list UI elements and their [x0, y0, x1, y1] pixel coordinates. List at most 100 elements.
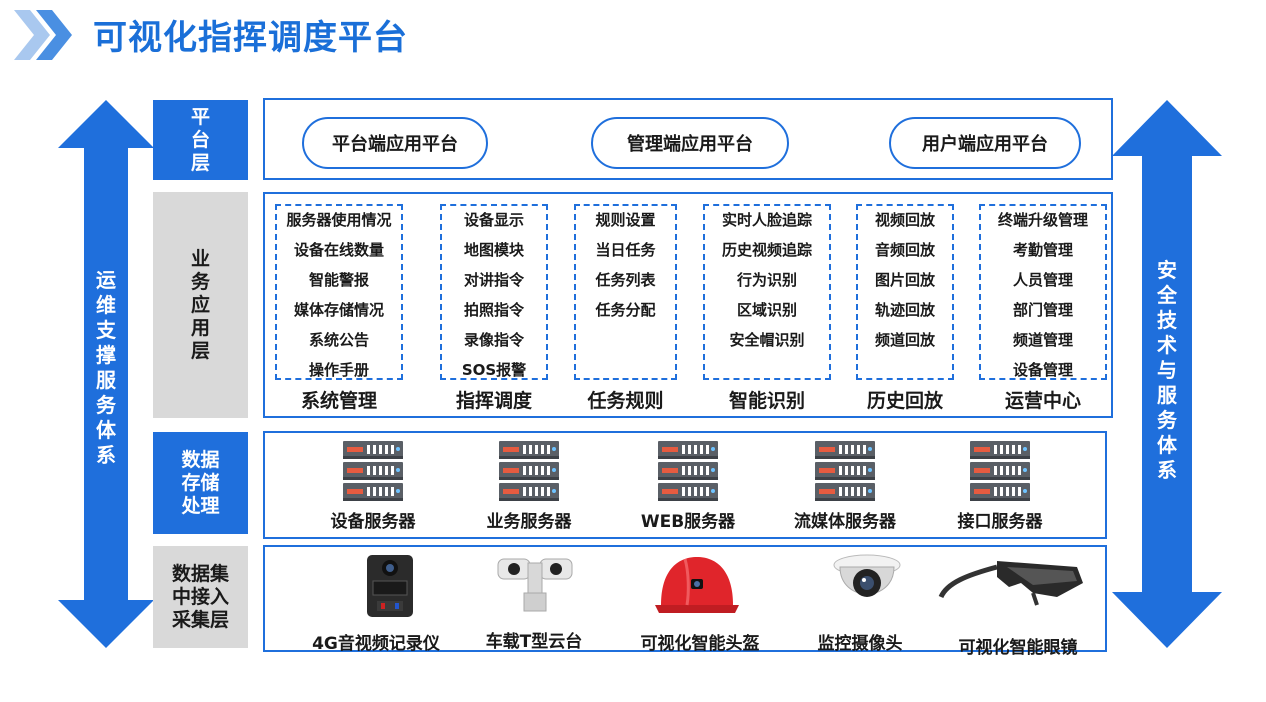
- page-title: 可视化指挥调度平台: [93, 18, 408, 58]
- module-item: 当日任务: [595, 241, 656, 259]
- module-item: 对讲指令: [463, 271, 524, 289]
- collection-device: 4G音视频记录仪: [301, 553, 451, 654]
- module-item: 规则设置: [595, 211, 656, 229]
- module-dashed-box: [703, 204, 831, 380]
- left-arrow-char: 务: [96, 393, 116, 417]
- right-arrow-char: 技: [1157, 308, 1177, 332]
- module-item: 轨迹回放: [874, 301, 935, 319]
- double-arrow-icon: [58, 100, 154, 648]
- device-label: 可视化智能眼镜: [958, 638, 1078, 658]
- right-arrow-char: 安: [1157, 258, 1177, 282]
- left-arrow-char: 维: [96, 293, 116, 317]
- platform-pill-management: 管理端应用平台: [591, 117, 789, 169]
- device-label: 车载T型云台: [485, 632, 583, 652]
- collection-device: 可视化智能眼镜: [938, 553, 1093, 658]
- right-arrow-char: 服: [1157, 383, 1177, 407]
- module-item: 历史视频追踪: [721, 241, 812, 259]
- module-item: 录像指令: [463, 331, 524, 349]
- smart-helmet-icon: [655, 557, 739, 613]
- module-title: 任务规则: [587, 390, 664, 412]
- body-camera-icon: [367, 555, 413, 617]
- double-arrow-icon: [1112, 100, 1222, 648]
- right-security-arrow: 安全技术与服务体系: [1112, 100, 1222, 648]
- module-item: 媒体存储情况: [293, 301, 384, 319]
- module-item: 安全帽识别: [729, 331, 805, 349]
- server-label: 接口服务器: [957, 512, 1043, 532]
- left-arrow-char: 体: [96, 418, 116, 442]
- left-arrow-char: 撑: [96, 343, 116, 367]
- module-item: 任务分配: [595, 301, 656, 319]
- module-item: 图片回放: [874, 271, 935, 289]
- module-item: 人员管理: [1012, 271, 1073, 289]
- server-rack-icon: [658, 441, 718, 501]
- double-chevron-icon: [14, 10, 72, 60]
- module-dashed-box: [574, 204, 677, 380]
- access-layer-frame: 4G音视频记录仪 车载T型云台 可视化智能头盔 监控摄像头 可视化智能眼镜: [263, 545, 1107, 658]
- platform-pill-platform: 平台端应用平台: [302, 117, 488, 169]
- title-bar: [14, 10, 76, 60]
- layer-label-text: 平台层: [190, 105, 210, 174]
- right-arrow-text: 安全技术与服务体系: [1112, 258, 1222, 483]
- module-dashed-box: [440, 204, 548, 380]
- left-support-arrow: 运维支撑服务体系: [58, 100, 154, 648]
- module-item: 视频回放: [874, 211, 935, 229]
- layer-label-storage: 数据存储处理: [153, 432, 248, 534]
- module-item: 行为识别: [736, 271, 797, 289]
- dome-camera-icon: [833, 554, 901, 597]
- layer-label-access: 数据集中接入采集层: [153, 546, 248, 648]
- server-rack-icon: [970, 441, 1030, 501]
- device-label: 监控摄像头: [817, 634, 903, 654]
- collection-device: 监控摄像头: [790, 553, 930, 654]
- module-item: 实时人脸追踪: [721, 211, 812, 229]
- module-item: 设备管理: [1012, 361, 1073, 379]
- server-label: WEB服务器: [640, 512, 736, 532]
- right-arrow-char: 体: [1157, 433, 1177, 457]
- right-arrow-char: 全: [1157, 283, 1177, 307]
- right-arrow-char: 术: [1157, 333, 1177, 357]
- layer-label-text: 数据存储处理: [181, 448, 220, 517]
- collection-device: 车载T型云台: [468, 553, 600, 652]
- module-item: 区域识别: [736, 301, 797, 319]
- layer-label-text: 数据集中接入采集层: [171, 562, 229, 631]
- right-arrow-char: 与: [1157, 358, 1177, 382]
- collection-device: 可视化智能头盔: [625, 553, 775, 654]
- right-arrow-char: 务: [1157, 408, 1177, 432]
- module-title: 历史回放: [866, 390, 943, 412]
- right-arrow-char: 系: [1157, 458, 1177, 482]
- platform-layer-frame: 平台端应用平台 管理端应用平台 用户端应用平台: [263, 98, 1113, 180]
- module-item: 部门管理: [1012, 301, 1073, 319]
- server-label: 流媒体服务器: [794, 512, 896, 532]
- module-item: 智能警报: [308, 271, 369, 289]
- device-label: 4G音视频记录仪: [312, 634, 440, 654]
- server-label: 业务服务器: [486, 512, 572, 532]
- module-item: 地图模块: [463, 241, 524, 259]
- server-rack-icon: [499, 441, 559, 501]
- module-title: 系统管理: [300, 390, 377, 412]
- module-item: 频道管理: [1012, 331, 1073, 349]
- left-arrow-char: 支: [96, 318, 116, 342]
- server-label: 设备服务器: [330, 512, 416, 532]
- layer-label-platform: 平台层: [153, 100, 248, 180]
- platform-pill-user: 用户端应用平台: [889, 117, 1081, 169]
- module-dashed-box: [979, 204, 1107, 380]
- server-rack-icon: [815, 441, 875, 501]
- module-title: 指挥调度: [455, 390, 532, 412]
- module-item: 考勤管理: [1012, 241, 1073, 259]
- module-item: 操作手册: [308, 361, 369, 379]
- module-dashed-box: [856, 204, 954, 380]
- left-arrow-char: 系: [96, 443, 116, 467]
- module-item: 任务列表: [595, 271, 656, 289]
- module-item: 设备在线数量: [293, 241, 384, 259]
- module-item: 频道回放: [874, 331, 935, 349]
- left-arrow-char: 服: [96, 368, 116, 392]
- left-arrow-text: 运维支撑服务体系: [58, 268, 154, 468]
- module-item: 音频回放: [874, 241, 935, 259]
- module-item: 终端升级管理: [997, 211, 1088, 229]
- module-title: 运营中心: [1004, 390, 1081, 412]
- module-item: 拍照指令: [463, 301, 524, 319]
- business-layer-frame: 服务器使用情况设备在线数量智能警报媒体存储情况系统公告操作手册系统管理设备显示地…: [263, 192, 1113, 418]
- layer-label-business: 业务应用层: [153, 192, 248, 418]
- module-item: 服务器使用情况: [286, 211, 392, 229]
- left-arrow-char: 运: [96, 268, 116, 292]
- module-item: SOS报警: [461, 361, 527, 379]
